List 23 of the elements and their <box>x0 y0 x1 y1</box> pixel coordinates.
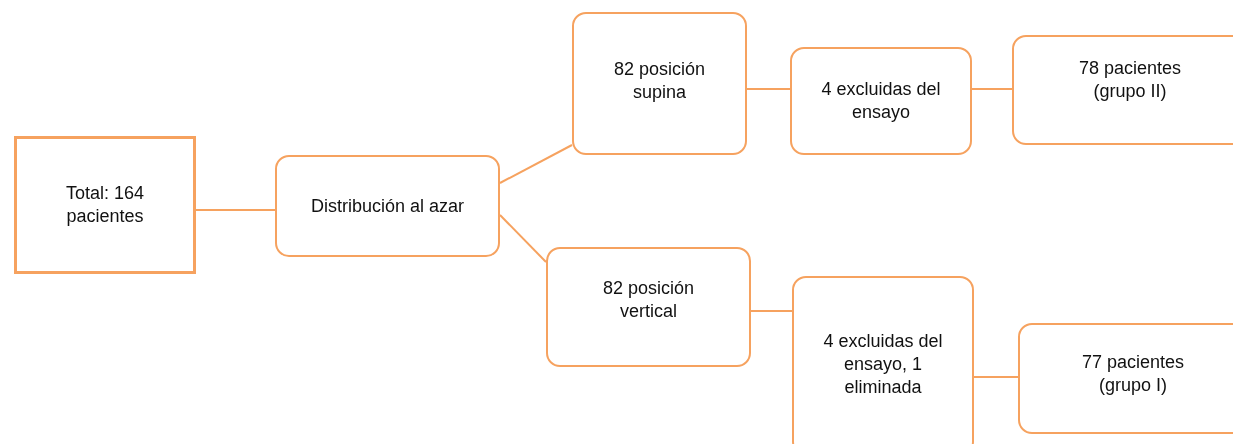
process-box <box>546 247 751 367</box>
process-box <box>572 12 747 155</box>
box-text: 82 posición supina <box>612 58 707 104</box>
box-text: Total: 164 pacientes <box>64 182 146 228</box>
connector-line <box>195 209 276 211</box>
process-box <box>790 47 972 155</box>
connector-line <box>971 88 1013 90</box>
connector-line <box>973 376 1019 378</box>
connector-line <box>499 144 573 184</box>
process-box <box>792 276 974 444</box>
process-box <box>1018 323 1233 434</box>
connector-line <box>746 88 791 90</box>
connector-line <box>750 310 793 312</box>
box-text: 82 posición vertical <box>601 277 696 323</box>
box-text: 4 excluidas del ensayo, 1 eliminada <box>822 330 944 399</box>
connector-line <box>499 214 547 263</box>
process-box <box>275 155 500 257</box>
box-text: Distribución al azar <box>309 194 466 218</box>
box-text: 4 excluidas del ensayo <box>820 78 942 124</box>
box-text: 77 pacientes (grupo I) <box>1080 351 1186 397</box>
process-box <box>1012 35 1233 145</box>
start-box <box>14 136 196 274</box>
box-text: 78 pacientes (grupo II) <box>1077 57 1183 103</box>
